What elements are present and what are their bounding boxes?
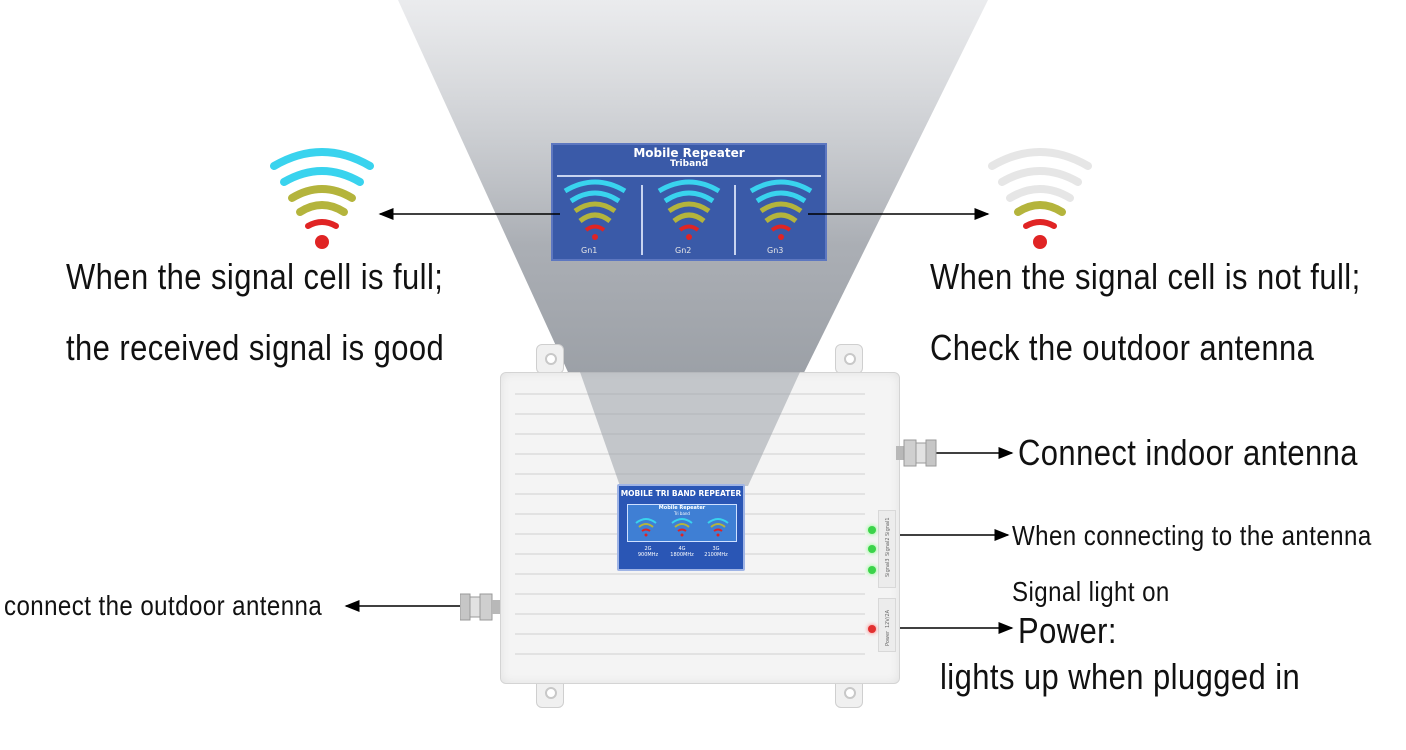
signal-led-2: [868, 545, 876, 553]
mount-tab-top-left: [536, 344, 564, 374]
mount-tab-bottom-left: [536, 678, 564, 708]
zoom-title: Mobile Repeater: [633, 146, 745, 160]
outdoor-antenna-connector-icon: [460, 593, 500, 621]
panel-header: MOBILE TRI BAND REPEATER: [620, 489, 742, 498]
power-led-strip: [878, 598, 896, 652]
zoom-band-label-2: Gn2: [675, 246, 692, 255]
mount-tab-top-right: [835, 344, 863, 374]
indoor-antenna-connector-icon: [896, 439, 937, 467]
signal-led-3: [868, 566, 876, 574]
power-caption-line2: lights up when plugged in: [940, 656, 1301, 697]
signal-label-2: Signal2: [885, 537, 891, 556]
zoom-band-label-3: Gn3: [767, 246, 784, 255]
panel-band-3: 3G 2100MHz: [704, 546, 728, 558]
notfull-caption-line2: Check the outdoor antenna: [930, 327, 1315, 368]
notfull-caption-line1: When the signal cell is not full;: [930, 256, 1361, 297]
front-display-panel: MOBILE TRI BAND REPEATER Mobile Repeater…: [617, 484, 745, 571]
panel-screen-title: Mobile Repeater: [658, 505, 706, 511]
panel-screen: Mobile Repeater Tri band: [627, 504, 737, 542]
signal-label-3: Signal3: [885, 558, 891, 577]
full-caption-line2: the received signal is good: [66, 327, 445, 368]
voltage-label: 12V/2A: [885, 609, 891, 628]
power-label: Power: [885, 630, 891, 646]
power-led: [868, 625, 876, 633]
panel-wifi-icons: [635, 518, 729, 537]
zoom-band-label-1: Gn1: [581, 246, 598, 255]
full-caption-line1: When the signal cell is full;: [66, 256, 444, 297]
full-signal-icon: [270, 148, 374, 249]
zoom-wifi-icon-1: [563, 179, 627, 240]
zoom-subtitle: Triband: [669, 159, 709, 169]
zoom-wifi-icon-2: [657, 179, 721, 240]
zoomed-display: Mobile Repeater Triband G: [551, 143, 827, 261]
antenna-caption-line2: Signal light on: [1012, 576, 1170, 607]
panel-screen-subtitle: Tri band: [674, 511, 690, 516]
indoor-antenna-caption: Connect indoor antenna: [1018, 432, 1358, 473]
signal-led-1: [868, 526, 876, 534]
panel-band-2: 4G 1800MHz: [670, 546, 694, 558]
signal-led-strip: [878, 510, 896, 588]
antenna-caption-line1: When connecting to the antenna: [1012, 520, 1372, 551]
zoom-wifi-icon-3: [749, 179, 813, 240]
panel-band-1: 2G 900MHz: [637, 546, 659, 558]
power-caption-line1: Power:: [1018, 610, 1117, 651]
partial-signal-icon: [988, 148, 1092, 249]
outdoor-antenna-caption: connect the outdoor antenna: [4, 590, 323, 621]
signal-label-1: Signal1: [885, 517, 891, 536]
zoom-signal-icons: [563, 179, 813, 240]
